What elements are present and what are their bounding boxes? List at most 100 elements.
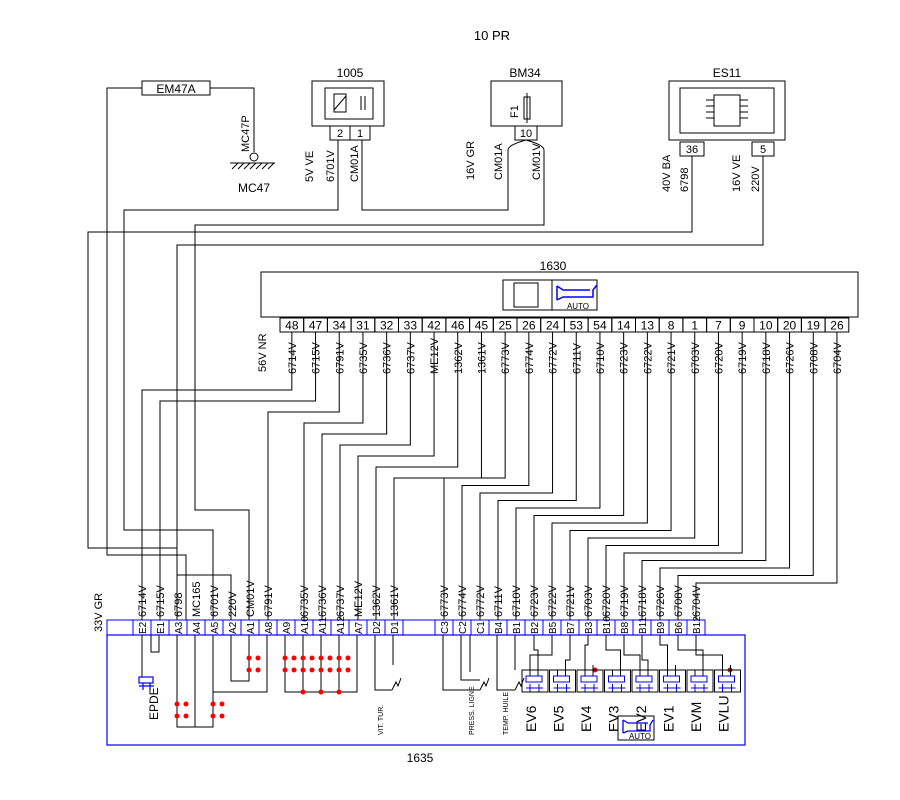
bm34-label: BM34 [509,66,541,80]
ecu1630-wire-label: 6737V [405,342,417,374]
contact-dot [345,655,351,661]
ecu1630-wire-label: 6720V [713,342,725,374]
solenoid-coil-icon [690,675,708,683]
ecu1630-pin-48: 48 [285,319,299,333]
wire-6714v [141,332,293,620]
wire-6722v [551,332,648,620]
ecu1635-pin-D1: D1 [390,621,401,634]
ecu1630-pin-13: 13 [641,319,655,333]
ecu1635-pin-B3: B3 [584,621,595,634]
ecu1630-wire-label: 6711V [571,342,583,374]
harness-wires [141,332,838,620]
ecu1635-wire-label: 6736V [317,585,329,617]
ecu1630-wire-label: 6715V [311,342,323,374]
wire-6737v [339,332,411,620]
solenoid-coil-icon [553,675,570,683]
contact-dot [318,655,324,661]
ecu1635-wire-label: 1361V [389,585,401,617]
ecu1635-wire-label: 6723V [529,585,541,617]
ecu1635-wire-label: 6773V [439,585,451,617]
contact-dot [246,655,252,661]
ecu1630-pin-7: 7 [715,319,722,333]
ecu1635-pin-B1: B1 [512,621,523,634]
bm34-wire-cm01v: CM01V [531,143,543,180]
ecu1630-label: 1630 [540,259,567,273]
ecu1630-pin-19: 19 [807,319,821,333]
contact-points [174,655,733,719]
contact-dot [336,689,342,695]
ecu1635-pin-E1: E1 [156,621,167,634]
wire-6726v [659,332,791,620]
contact-dot [291,667,297,673]
ecu1635-wire-label: 6791V [263,585,275,617]
ecu1630-wire-label: 6736V [382,342,394,374]
ecu1630-harness: 56V NR [257,333,269,372]
contact-dot [336,655,342,661]
ecu1630-pin-9: 9 [739,319,746,333]
ecu1630-pin-25: 25 [498,319,512,333]
internal-links-left: VIT. TUR. PRESS. LIGNE TEMP. HUILE [176,635,525,735]
ecu1635-pin-A12: A12 [336,616,347,634]
wire-6735v [303,332,364,620]
ecu1635-harness: 33V GR [93,593,105,632]
ecu1635-pin-E2: E2 [138,621,149,634]
ecu1630-wire-label: 6774V [524,342,536,374]
mc47-label: MC47 [238,181,270,195]
ecu1635-wire-label: 6703V [583,585,595,617]
ecu1635-label: 1635 [407,751,434,765]
ecu1635-pin-B11: B11 [638,617,649,634]
ecu1635-wire-label: 6704V [691,585,703,617]
ecu1630-wire-label: 6708V [808,342,820,374]
c1005-label: 1005 [337,66,364,80]
contact-dot [174,713,180,719]
ecu1630-pin-34: 34 [333,319,347,333]
ecu-1635: 33V GR 1635 EPDE VIT. TUR. PRESS. LIGNE … [93,580,746,765]
contact-dot [309,655,315,661]
contact-dot [318,689,324,695]
contact-dot [327,667,333,673]
wire-6773v [443,332,506,620]
solenoid-evm: EVM [688,702,704,732]
ecu1630-wire-label: 6719V [737,342,749,374]
contact-dot [291,655,297,661]
ecu1630-wire-label: 6714V [287,342,299,374]
ecu1635-pin-A1: A1 [246,621,257,634]
ecu1635-pin-A3: A3 [174,621,185,634]
wire-6721v [569,332,672,620]
ecu1630-pin-54: 54 [593,319,607,333]
ecu1630-wire-label: 1362V [453,342,465,374]
bm34-wire-cm01a: CM01A [493,143,505,180]
solenoid-coil-icon [608,675,625,683]
ecu1630-pin-33: 33 [404,319,418,333]
ecu1635-pin-A9: A9 [282,621,293,634]
ecu1635-pin-A7: A7 [354,621,365,634]
ecu1630-wire-label: 6722V [642,342,654,374]
ecu1630-wire-label: 6772V [548,342,560,374]
ecu1635-pin-B2: B2 [530,621,541,634]
ecu1635-pin-A8: A8 [264,621,275,634]
em47a-connector: EM47A [106,80,255,620]
contact-dot [300,689,306,695]
ecu1635-pin-B4: B4 [494,621,505,634]
ecu1635-wire-label: 6714V [137,585,149,617]
bm34-fuse-label: F1 [509,105,521,118]
contact-dot [318,667,324,673]
ecu1630-pin-46: 46 [451,319,465,333]
mc47-pin-label: MC47P [240,115,252,152]
contact-dot [219,701,225,707]
vit-tur-label: VIT. TUR. [378,705,385,735]
ecu1630-pin-42: 42 [427,319,441,333]
wire-6791v [267,332,340,620]
ecu1635-wire-label: CM01V [245,580,257,617]
wire-6711v [497,332,577,620]
wire-6772v [479,332,554,620]
ecu1635-pin-C1: C1 [476,621,487,634]
ecu1635-wire-label: 6718V [637,585,649,617]
mc47-ground: MC47P MC47 [230,115,275,195]
ecu1630-wire-label: 6710V [595,342,607,374]
c1005-pin-2: 2 [337,128,343,140]
ecu1635-icon-text: AUTO [629,732,651,741]
ecu1630-wire-label: 6703V [690,342,702,374]
contact-dot [246,667,252,673]
